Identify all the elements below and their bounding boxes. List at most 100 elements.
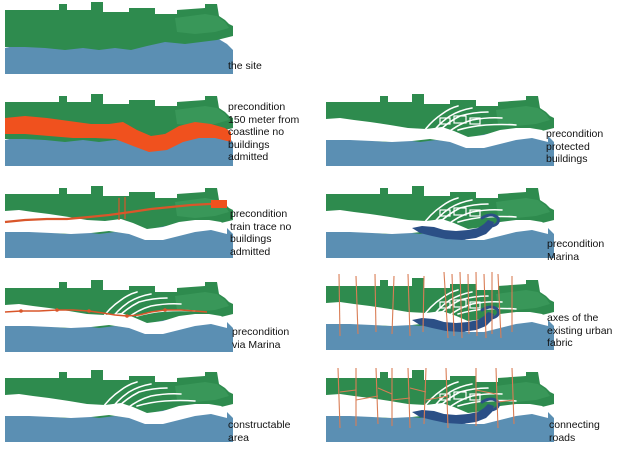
site-plan-connecting-roads [326,367,554,442]
panel-via-marina [4,280,233,352]
caption-line: precondition [547,238,605,250]
train-trace [4,202,223,224]
site-curve [108,383,152,413]
connecting-road [445,367,449,429]
urban-axis [391,275,395,335]
urban-axis [459,271,463,339]
urban-axis [451,273,455,337]
marina-mole [480,213,500,228]
urban-axis [355,275,359,335]
site-curve [136,399,196,407]
caption-line: existing urban [547,324,613,337]
site-curve [124,392,182,411]
free-strip [326,210,548,240]
caption-line: buildings [546,153,588,165]
caption-line: connecting [549,419,600,431]
caption-line: constructable [228,419,291,431]
site-curve [124,302,182,321]
train-terminal [211,200,227,208]
headland [496,290,550,310]
caption-line: axes of the [547,312,599,324]
site-plan-via-marina [4,280,233,352]
marina-basin [412,312,494,332]
protected-building [469,209,481,217]
site-curve [429,107,473,137]
protected-building [439,301,451,309]
road-link [355,395,379,401]
site-curve [421,105,459,135]
urban-axis [467,273,470,335]
caption-line: coastline no [228,126,285,138]
connecting-road [495,367,499,429]
caption-the-site: the site [228,60,262,73]
marina-basin [412,220,494,240]
road-link [425,395,449,401]
protected-building [469,301,481,309]
site-curve [429,383,473,413]
caption-line: admitted [228,151,269,163]
site-curve [429,291,473,321]
urban-axis [443,271,449,339]
site-plan-protected-buildings [326,94,554,166]
via-marina-node [87,309,91,313]
headland [175,382,229,402]
via-marina-route [4,309,208,317]
site-plan-the-site [5,2,233,74]
connecting-road [423,367,427,425]
site-curve [116,297,168,319]
caption-line: via Marina [232,338,281,351]
marina-mole [480,305,500,320]
caption-line: roads [549,431,576,444]
panel-constructable-area [5,370,233,442]
panel-connecting-roads [326,367,554,442]
protected-building [439,117,451,125]
panel-coastline-150m [5,94,233,166]
caption-line: 150 meter from [228,113,300,126]
site-curve [421,289,459,319]
protected-building [439,209,451,217]
caption-line: the site [228,60,262,72]
headland [496,382,550,402]
protected-building [453,299,467,308]
caption-line: precondition [546,128,604,140]
via-marina-node [55,308,59,312]
site-curve [445,208,503,227]
road-link [497,399,515,403]
caption-line: precondition [232,326,290,338]
free-strip [5,304,227,334]
caption-line: train trace no [230,220,292,233]
caption-line: precondition [230,208,288,220]
caption-line: admitted [230,245,271,258]
urban-axis [407,273,411,337]
protected-building [453,115,467,124]
panel-protected-buildings [326,94,554,166]
free-strip [326,118,548,148]
site-curve [421,197,459,227]
urban-axis [374,273,377,333]
urban-axis [422,275,425,333]
via-marina-node [163,308,167,312]
road-link [377,387,393,395]
via-marina-node [125,314,129,318]
site-curve [421,381,459,411]
site-plan-train-trace [4,186,233,258]
headland [175,292,229,312]
urban-axis [475,271,478,337]
marina-basin [412,404,494,424]
road-link [339,389,357,393]
headland [496,106,550,126]
site-plan-constructable-area [5,370,233,442]
site-curve [457,123,517,131]
site-plan-urban-axes [326,271,554,350]
panel-train-trace [4,186,233,258]
caption-line: fabric [547,337,573,349]
site-curve [100,381,138,411]
